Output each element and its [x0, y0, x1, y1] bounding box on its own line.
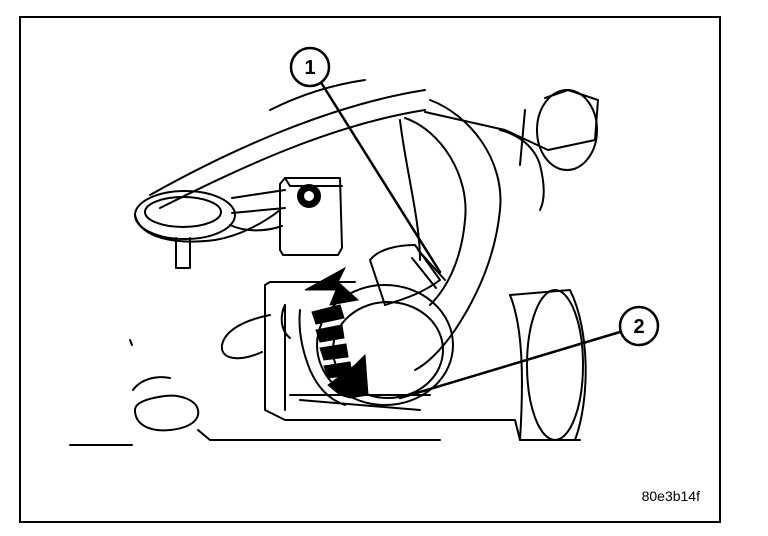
engine-drawing: [69, 79, 599, 446]
callout-1: 1: [289, 46, 331, 88]
callout-2-label: 2: [633, 316, 644, 338]
leader-line-1: [320, 82, 442, 274]
rotation-arrow-marks: [304, 266, 369, 399]
callout-1-label: 1: [304, 57, 315, 79]
callout-2: 2: [618, 305, 660, 347]
figure-code: 80e3b14f: [642, 488, 701, 504]
leader-lines: [320, 82, 622, 400]
figure-border: [19, 16, 721, 523]
leader-line-2: [398, 330, 622, 400]
